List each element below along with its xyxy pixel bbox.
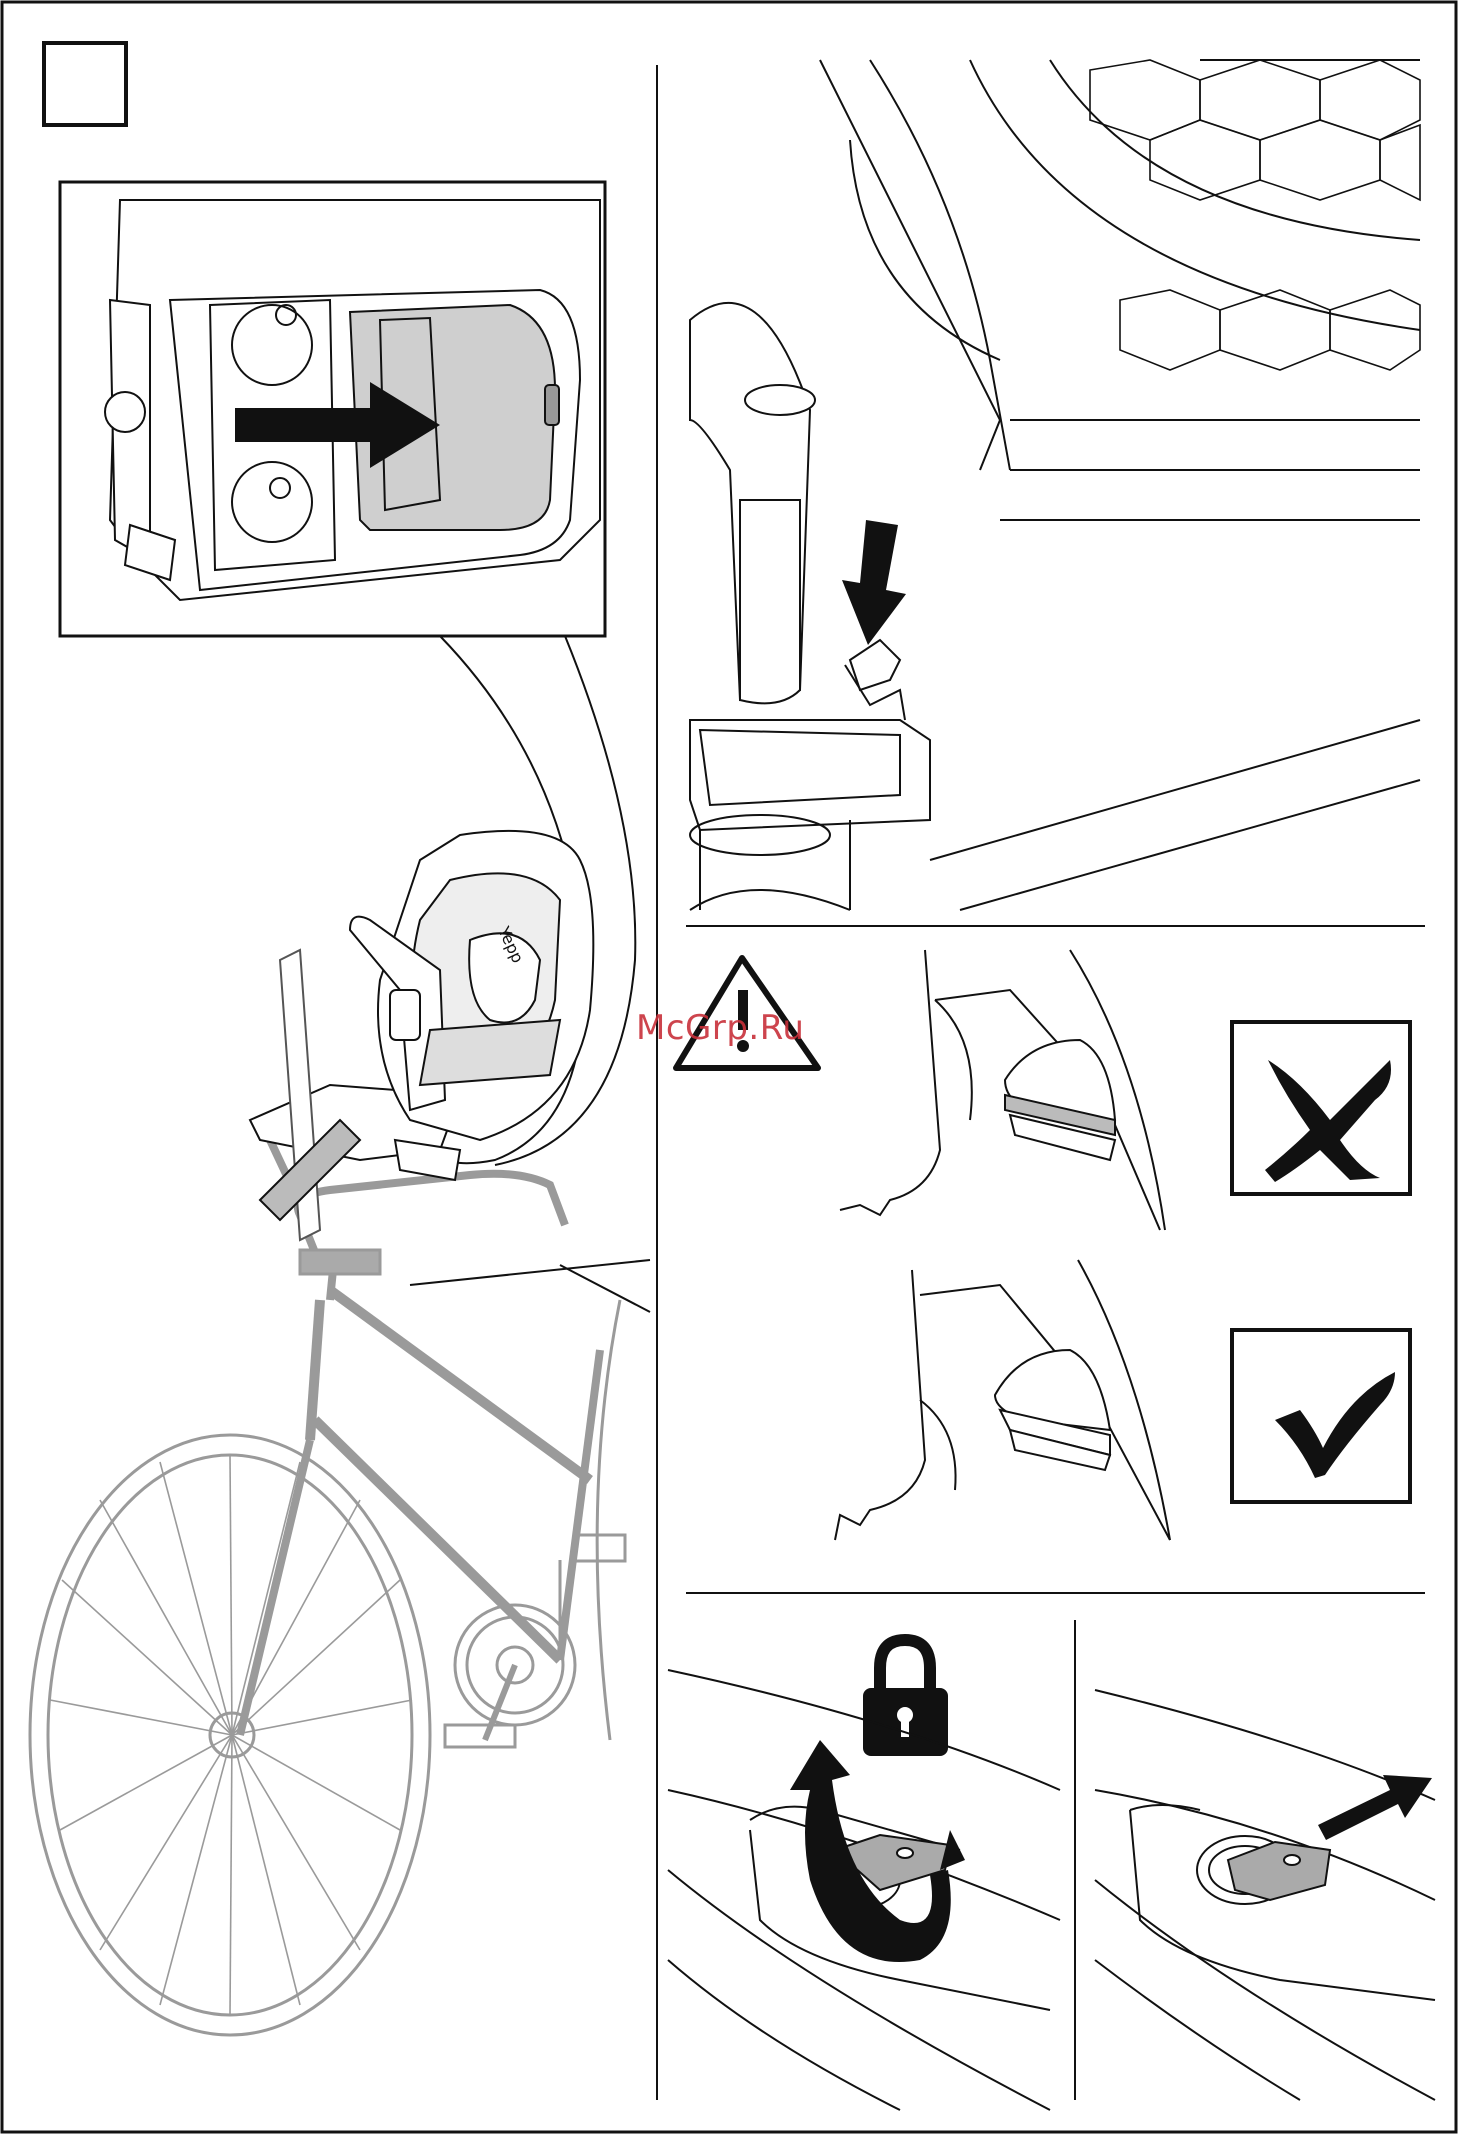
padlock-icon: [863, 1640, 948, 1756]
check-mark-icon: [1232, 1330, 1410, 1502]
remove-key-view: [1095, 1690, 1435, 2100]
cross-mark-icon: [1232, 1022, 1410, 1194]
wrong-example: [840, 950, 1165, 1230]
mount-closeup: [690, 60, 1420, 910]
arrow-down-icon: [842, 520, 906, 645]
correct-example: [835, 1260, 1170, 1540]
arrow-up-right-icon: [1318, 1775, 1432, 1840]
bicycle: [30, 1140, 625, 2035]
watermark-text: McGrp.Ru: [636, 1008, 804, 1048]
